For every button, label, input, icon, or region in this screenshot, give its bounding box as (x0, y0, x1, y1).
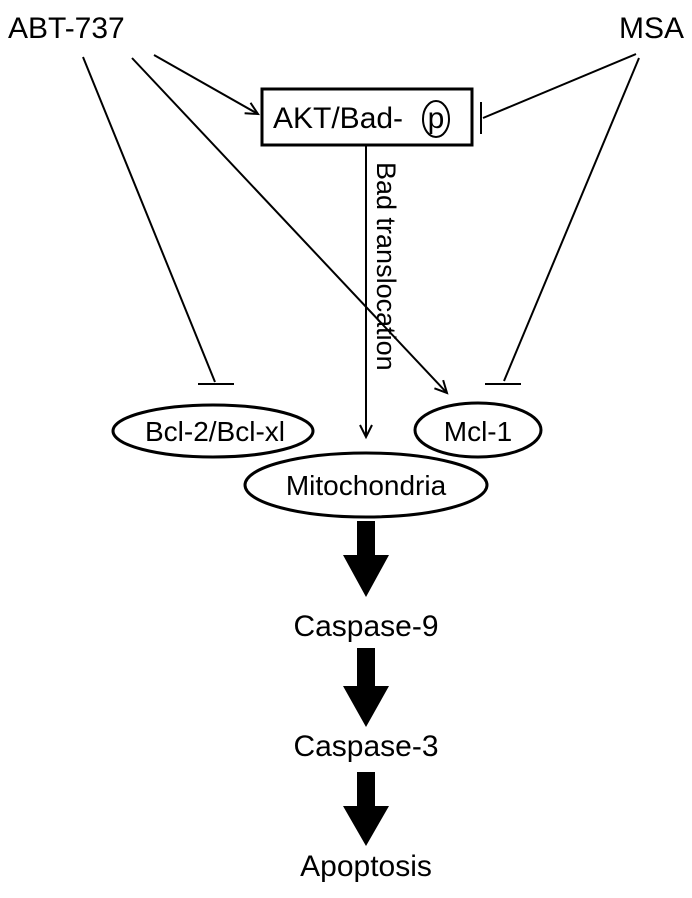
bcl2-ellipse (111, 403, 315, 459)
mcl1-ellipse (413, 401, 543, 459)
mcl1-label: Mcl-1 (444, 416, 512, 447)
edge-msa-inhibits-mcl1 (503, 57, 640, 382)
edge-abt737-inhibits-bcl2 (82, 56, 216, 383)
caspase9-label: Caspase-9 (293, 610, 438, 643)
akt-bad-box (260, 87, 474, 147)
arrow-mito-to-casp9 (343, 521, 389, 597)
edge-abt737-to-mcl1 (131, 57, 449, 395)
abt737-label: ABT-737 (8, 12, 125, 45)
msa-label: MSA (619, 12, 684, 45)
bad-translocation-label: Bad translocation (371, 162, 401, 371)
arrow-casp3-to-apoptosis (343, 772, 389, 846)
caspase3-label: Caspase-3 (293, 730, 438, 763)
phospho-label: p (428, 102, 445, 135)
arrow-casp9-to-casp3 (343, 648, 389, 727)
edge-abt737-to-akt (153, 54, 260, 116)
akt-bad-label: AKT/Bad- (273, 102, 403, 135)
edge-msa-inhibits-akt (482, 53, 637, 119)
mitochondria-label: Mitochondria (286, 470, 447, 501)
mitochondria-ellipse (243, 451, 489, 519)
phospho-circle (422, 100, 450, 138)
bcl2-label: Bcl-2/Bcl-xl (145, 416, 285, 447)
apoptosis-label: Apoptosis (300, 850, 432, 883)
